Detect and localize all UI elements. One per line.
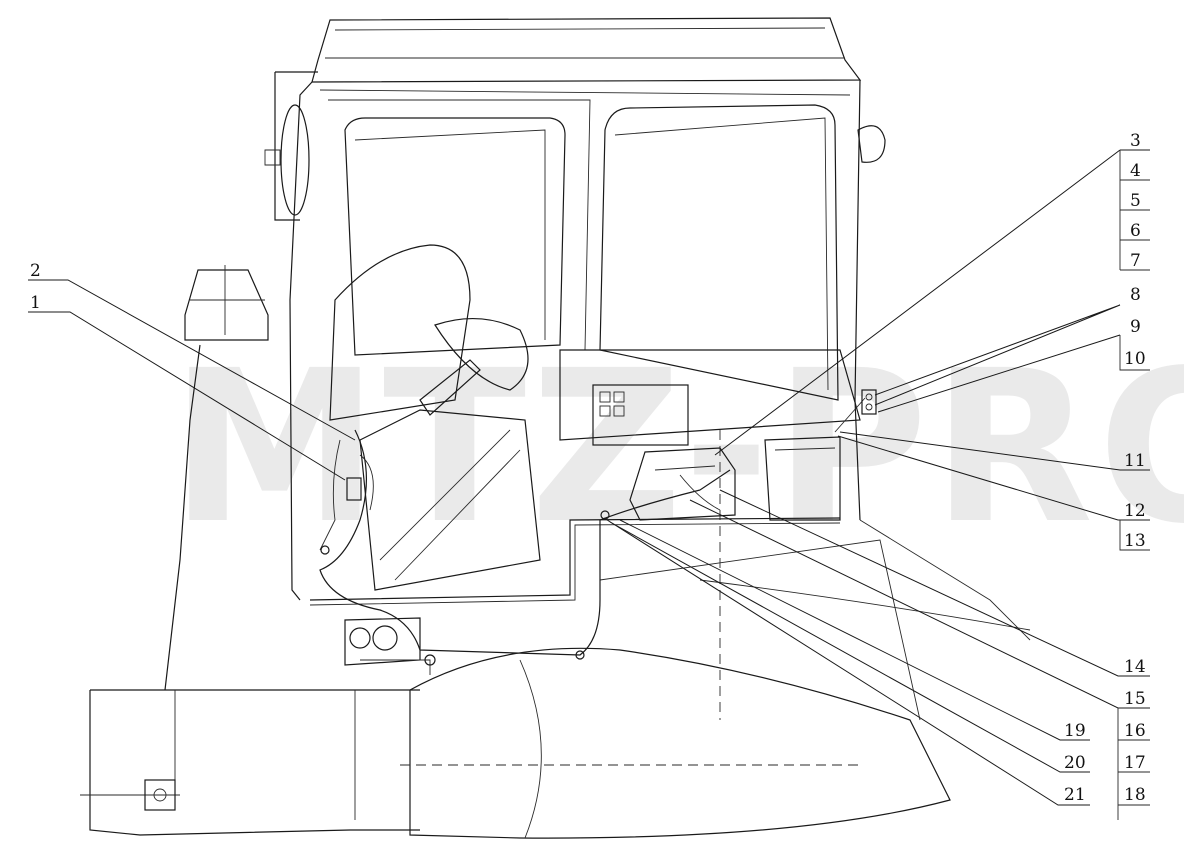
tractor-body-outline <box>80 17 1031 839</box>
callout-8: 8 <box>1130 285 1141 305</box>
callout-13: 13 <box>1124 531 1146 551</box>
callout-5: 5 <box>1130 191 1141 211</box>
callout-12: 12 <box>1124 501 1146 521</box>
callout-7: 7 <box>1130 251 1141 271</box>
callout-3: 3 <box>1130 131 1141 151</box>
callout-9: 9 <box>1130 317 1141 337</box>
callout-11: 11 <box>1124 451 1146 471</box>
callout-15: 15 <box>1124 689 1146 709</box>
callout-14: 14 <box>1124 657 1146 677</box>
callout-labels: 1 2 3 4 5 6 7 8 9 10 11 12 13 14 15 16 1… <box>30 131 1146 805</box>
watermark-text: MTZ-PRO <box>170 325 1184 570</box>
callout-4: 4 <box>1130 161 1141 181</box>
callout-17: 17 <box>1124 753 1146 773</box>
callout-2: 2 <box>30 261 41 281</box>
callout-6: 6 <box>1130 221 1141 241</box>
callout-16: 16 <box>1124 721 1146 741</box>
callout-20: 20 <box>1064 753 1086 773</box>
callout-18: 18 <box>1124 785 1146 805</box>
callout-19: 19 <box>1064 721 1086 741</box>
callout-21: 21 <box>1064 785 1086 805</box>
callout-10: 10 <box>1124 349 1146 369</box>
callout-1: 1 <box>30 293 41 313</box>
leader-lines <box>28 149 1150 820</box>
